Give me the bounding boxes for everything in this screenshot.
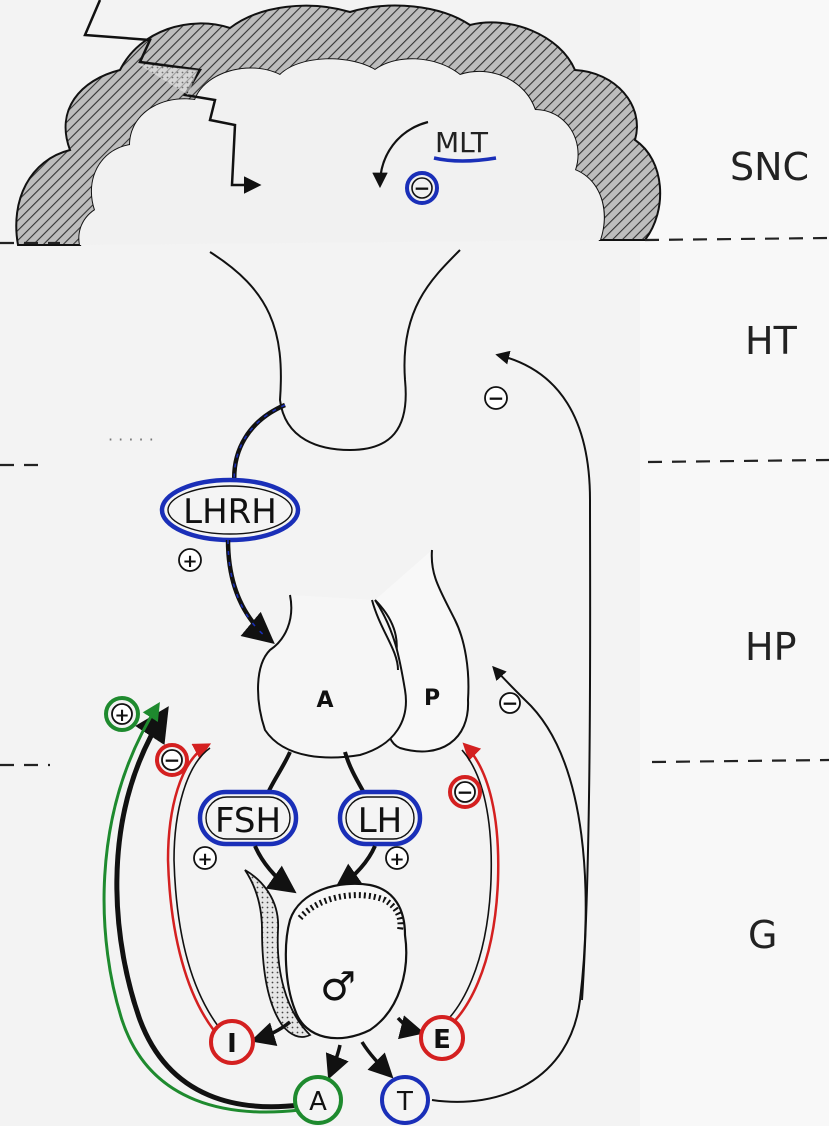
inhibin-negative-loop: − — [157, 745, 226, 1040]
estrogen-label: E — [433, 1025, 451, 1055]
lh-plus-sign: + — [389, 849, 404, 870]
testis-body — [286, 884, 406, 1038]
anterior-lobe — [258, 595, 406, 757]
zone-label-g: G — [748, 913, 777, 957]
pituitary — [258, 550, 468, 757]
hypothalamus — [210, 250, 460, 450]
lhrh-pathway: LHRH + — [162, 405, 298, 640]
testosterone-label: T — [396, 1087, 413, 1117]
testis-to-inhibin-arrow — [255, 1022, 290, 1040]
estrogen-minus-sign: − — [457, 780, 474, 804]
testis-to-estrogen-arrow — [398, 1018, 420, 1032]
mlt-minus-sign: − — [414, 176, 431, 200]
estrogen-negative-loop: − — [428, 745, 498, 1038]
hypothalamus-minus-sign: − — [488, 386, 505, 410]
zone-label-ht: HT — [745, 319, 798, 363]
testosterone-to-hypothalamus-arrow — [498, 355, 590, 1000]
hypothalamus-outline — [210, 250, 460, 450]
male-symbol-icon: ♂ — [320, 964, 356, 1010]
testis-to-testosterone-arrow — [362, 1042, 390, 1075]
lh-to-gonad-arrow — [338, 846, 375, 888]
gonadotropins: FSH LH + + — [194, 752, 420, 890]
mlt-label: MLT — [435, 126, 489, 159]
zone-label-snc: SNC — [730, 145, 809, 189]
brain-cortex — [16, 0, 660, 245]
lhrh-label: LHRH — [183, 492, 277, 532]
lhrh-upper-path — [234, 405, 285, 490]
testis: ♂ — [245, 870, 406, 1038]
inhibin-minus-sign: − — [164, 748, 181, 772]
fsh-label: FSH — [215, 801, 281, 841]
androgen-plus-sign: + — [114, 705, 129, 726]
lhrh-to-pituitary-arrow — [228, 540, 270, 640]
posterior-lobe-label: P — [424, 686, 440, 711]
fsh-plus-sign: + — [197, 849, 212, 870]
zone-label-hp: HP — [745, 625, 797, 669]
testis-to-androgen-arrow — [330, 1045, 340, 1075]
lh-label: LH — [358, 801, 403, 841]
inhibin-label: I — [227, 1029, 237, 1059]
anterior-lobe-label: A — [316, 688, 333, 713]
androgen-label: A — [309, 1087, 327, 1117]
dotted-mark: · · · · · — [108, 430, 154, 449]
pituitary-minus-sign: − — [502, 691, 519, 715]
lhrh-plus-sign: + — [182, 551, 197, 572]
